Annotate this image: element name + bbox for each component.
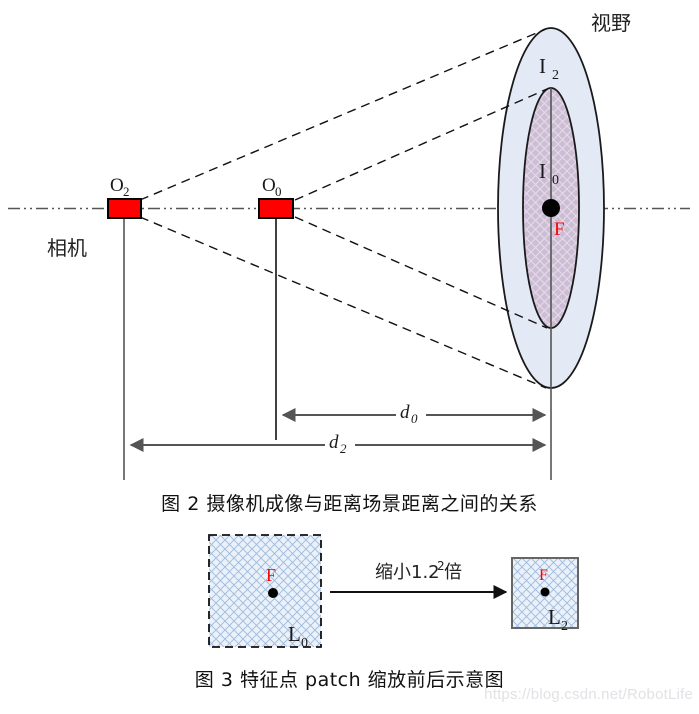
label-camera-near: O 0 (262, 175, 282, 199)
rays-from-camera-near (294, 88, 548, 329)
label-outer-region: I 2 (539, 54, 559, 83)
label-camera: 相机 (47, 236, 87, 260)
label-distance-far: d 2 (325, 432, 355, 456)
rays-from-camera-far (139, 28, 547, 389)
figure-2-caption: 图 2 摄像机成像与距离场景距离之间的关系 (161, 493, 538, 515)
label-scale-transform: 缩小1.2 2 倍 (375, 559, 462, 583)
label-outer-region-subscript: 2 (552, 68, 559, 83)
label-camera-far-main: O (110, 175, 124, 196)
patch-before-L0 (208, 534, 322, 648)
label-camera-far-subscript: 2 (123, 184, 130, 199)
label-patch-before-subscript: 0 (301, 636, 308, 651)
label-outer-region-main: I (539, 54, 546, 78)
label-inner-region-main: I (539, 159, 546, 183)
figure-3-caption: 图 3 特征点 patch 缩放前后示意图 (194, 669, 505, 691)
camera-far-O2[interactable] (107, 198, 142, 480)
label-patch-after-feature-point: F (539, 567, 548, 584)
label-patch-before-feature-point: F (266, 565, 276, 585)
feature-point-F (542, 199, 560, 217)
label-inner-region: I 0 (539, 159, 559, 188)
label-camera-near-subscript: 0 (275, 184, 282, 199)
label-distance-far-main: d (329, 432, 339, 453)
camera-near-O0[interactable] (258, 198, 294, 440)
label-patch-before: L 0 (288, 622, 308, 651)
label-scale-transform-exponent: 2 (437, 559, 445, 573)
label-field-of-view: 视野 (591, 11, 631, 35)
label-distance-near: d 0 (396, 402, 426, 426)
patch-after-L2 (511, 557, 579, 629)
label-inner-region-subscript: 0 (552, 173, 559, 188)
watermark: https://blog.csdn.net/RobotLife (484, 686, 693, 703)
label-distance-near-main: d (400, 402, 410, 423)
label-camera-near-main: O (262, 175, 276, 196)
label-distance-far-subscript: 2 (340, 441, 347, 456)
label-distance-near-subscript: 0 (411, 411, 418, 426)
label-feature-point-F: F (554, 219, 565, 240)
label-camera-far: O 2 (110, 175, 130, 199)
label-scale-transform-suffix: 倍 (444, 562, 462, 583)
label-scale-transform-main: 缩小1.2 (375, 562, 440, 583)
label-patch-after-subscript: 2 (561, 619, 568, 634)
label-patch-after: L 2 (548, 605, 568, 634)
label-patch-after-main: L (548, 605, 561, 629)
label-patch-before-main: L (288, 622, 301, 646)
